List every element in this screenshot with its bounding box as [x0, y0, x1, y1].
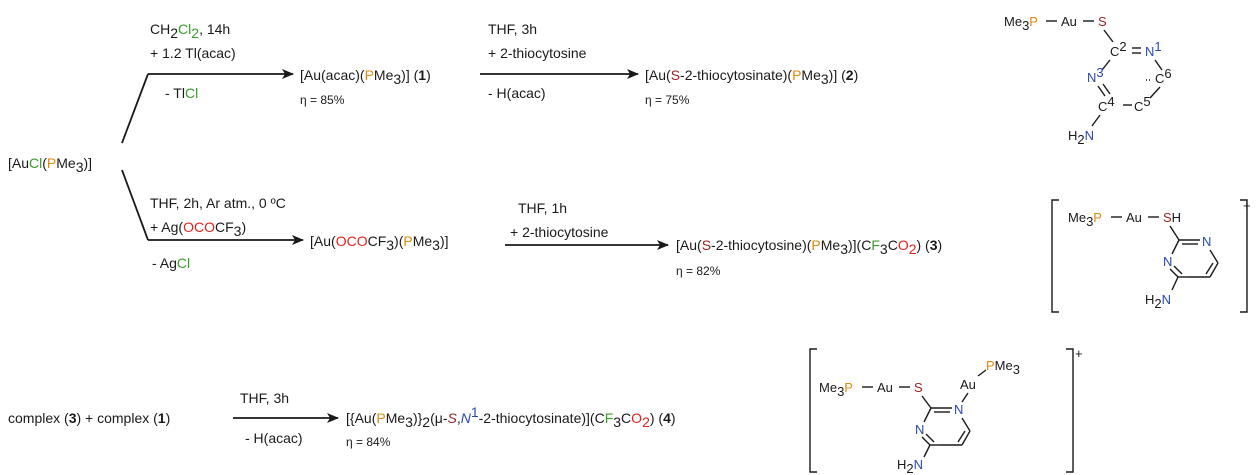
struct2-c6: C6 — [1155, 66, 1172, 86]
struct4-pme3: PMe3 — [986, 358, 1020, 377]
struct2-n3: N3 — [1087, 65, 1104, 85]
product-2: [Au(S-2-thiocytosinate)(PMe3)] (2) — [645, 67, 858, 87]
yield-4: η = 84% — [346, 435, 391, 449]
route1-byproduct: - TlCl — [165, 85, 198, 101]
route2b-reagent: + 2-thiocytosine — [510, 224, 609, 240]
product-1: [Au(acac)(PMe3)] (1) — [300, 67, 431, 87]
struct2-n1: N1 — [1145, 39, 1162, 59]
struct2-c4: C4 — [1098, 94, 1115, 114]
route1b-solvent: THF, 3h — [488, 21, 537, 37]
yield-3: η = 82% — [676, 264, 721, 278]
yield-2: η = 75% — [645, 93, 690, 107]
struct2-c2: C2 — [1110, 39, 1127, 59]
route2-conditions: THF, 2h, Ar atm., 0 ºC — [150, 195, 286, 211]
intermediate-ocof: [Au(OCOCF3)(PMe3)] — [310, 233, 449, 253]
struct2-me3p: Me3P — [1004, 14, 1038, 33]
struct4-n-left: N — [915, 422, 924, 437]
route3-reactants: complex (3) + complex (1) — [8, 410, 170, 426]
struct4-n-top: N — [954, 402, 963, 417]
struct3-sh: SH — [1163, 210, 1181, 225]
struct3-charge: + — [1243, 198, 1251, 213]
struct4-me3p: Me3P — [819, 380, 853, 399]
route2-reagent: + Ag(OCOCF3) — [150, 219, 246, 239]
struct2-h2n: H2N — [1068, 128, 1094, 147]
branch-line-lower — [121, 169, 149, 241]
struct2-s: S — [1098, 14, 1107, 29]
struct2-au: Au — [1061, 14, 1077, 29]
starting-material: [AuCl(PMe3)] — [8, 155, 92, 175]
route3-solvent: THF, 3h — [240, 390, 289, 406]
struct4-au-right: Au — [960, 377, 976, 392]
route1b-reagent: + 2-thiocytosine — [488, 45, 587, 61]
route1b-byproduct: - H(acac) — [488, 85, 546, 101]
branch-line-upper — [121, 73, 149, 144]
route2-byproduct: - AgCl — [152, 255, 190, 271]
route1-reagent: + 1.2 Tl(acac) — [150, 45, 236, 61]
struct4-bracket-right — [1066, 348, 1074, 473]
struct4-bracket-left — [809, 348, 817, 473]
route3-byproduct: - H(acac) — [245, 430, 303, 446]
route2b-solvent: THF, 1h — [518, 200, 567, 216]
struct3-n-left: N — [1163, 254, 1172, 269]
struct3-me3p: Me3P — [1068, 210, 1102, 229]
structure-complex-3: + Me3P Au SH N N H2N — [1051, 198, 1251, 313]
struct3-h2n: H2N — [1145, 292, 1171, 311]
struct3-bracket-right — [1240, 199, 1248, 313]
product-3: [Au(S-2-thiocytosine)(PMe3)](CF3CO2) (3) — [676, 237, 942, 257]
structure-complex-4: + Me3P Au S N N Au PMe3 H2N — [809, 346, 1083, 475]
struct4-h2n: H2N — [897, 457, 923, 475]
structure-complex-2: Me3P Au S C2 N1 N3 C6 C4 C5 H2N — [1004, 14, 1172, 147]
struct4-charge: + — [1075, 346, 1083, 361]
struct3-n-right: N — [1202, 234, 1211, 249]
struct3-bracket-left — [1051, 199, 1059, 313]
route1-solvent: CH2Cl2, 14h — [150, 21, 230, 41]
yield-1: η = 85% — [300, 93, 345, 107]
struct4-au-left: Au — [877, 380, 893, 395]
struct4-s: S — [914, 380, 923, 395]
struct2-c5: C5 — [1134, 94, 1151, 114]
struct3-au: Au — [1126, 210, 1142, 225]
product-4: [{Au(PMe3)}2(μ-S,N1-2-thiocytosinate)](C… — [346, 404, 676, 430]
